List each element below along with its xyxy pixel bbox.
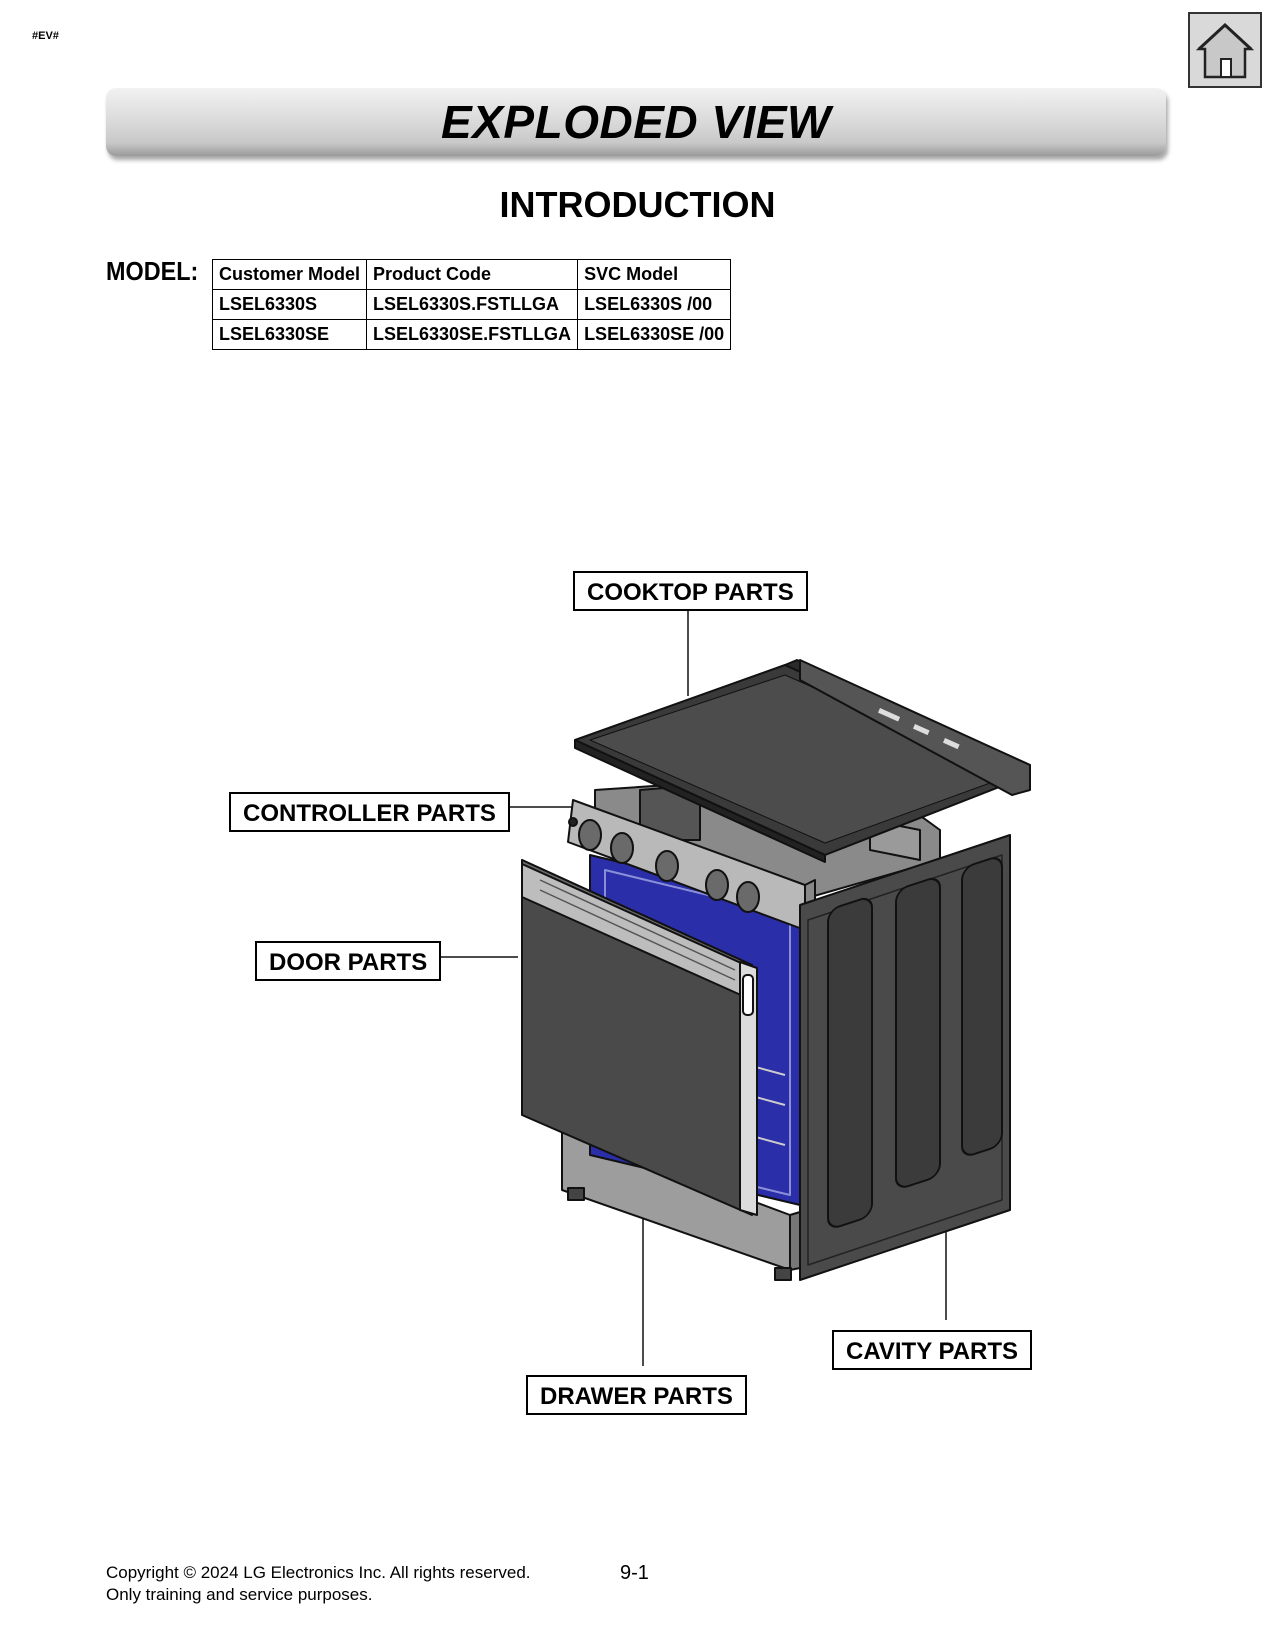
- table-row: LSEL6330SE LSEL6330SE.FSTLLGA LSEL6330SE…: [211, 319, 732, 350]
- oven-door: [521, 859, 758, 1216]
- home-button[interactable]: [1188, 12, 1262, 88]
- banner-title: EXPLODED VIEW: [441, 96, 831, 148]
- usage-note: Only training and service purposes.: [106, 1585, 373, 1604]
- header-cell: Customer Model: [211, 259, 368, 290]
- copyright-text: Copyright © 2024 LG Electronics Inc. All…: [106, 1563, 531, 1582]
- door-parts-callout[interactable]: DOOR PARTS: [255, 941, 442, 981]
- cavity-parts-callout[interactable]: CAVITY PARTS: [832, 1330, 1033, 1370]
- table-cell: LSEL6330SE.FSTLLGA: [366, 319, 579, 350]
- document-tag: #EV#: [32, 30, 59, 42]
- drawer-assembly: [561, 1129, 801, 1281]
- leader-lines: [440, 604, 947, 1366]
- table-cell: LSEL6330S: [211, 289, 368, 320]
- home-icon: [1195, 22, 1255, 79]
- model-label: MODEL:: [106, 256, 199, 286]
- model-table: Customer Model Product Code SVC Model LS…: [211, 259, 732, 350]
- cooktop-assembly: [574, 659, 1031, 863]
- table-cell: LSEL6330S /00: [577, 289, 732, 320]
- footer: Copyright © 2024 LG Electronics Inc. All…: [106, 1562, 531, 1606]
- table-cell: LSEL6330SE /00: [577, 319, 732, 350]
- section-title: INTRODUCTION: [499, 184, 776, 225]
- controller-parts-callout[interactable]: CONTROLLER PARTS: [229, 792, 510, 832]
- drawer-parts-callout[interactable]: DRAWER PARTS: [526, 1375, 747, 1415]
- table-cell: LSEL6330SE: [211, 319, 368, 350]
- page-number: 9-1: [620, 1562, 649, 1584]
- side-panel: [799, 834, 1011, 1281]
- header-cell: SVC Model: [577, 259, 732, 290]
- title-banner: EXPLODED VIEW: [106, 88, 1166, 156]
- table-row: LSEL6330S LSEL6330S.FSTLLGA LSEL6330S /0…: [211, 289, 732, 320]
- cooktop-parts-callout[interactable]: COOKTOP PARTS: [573, 571, 808, 611]
- table-cell: LSEL6330S.FSTLLGA: [366, 289, 579, 320]
